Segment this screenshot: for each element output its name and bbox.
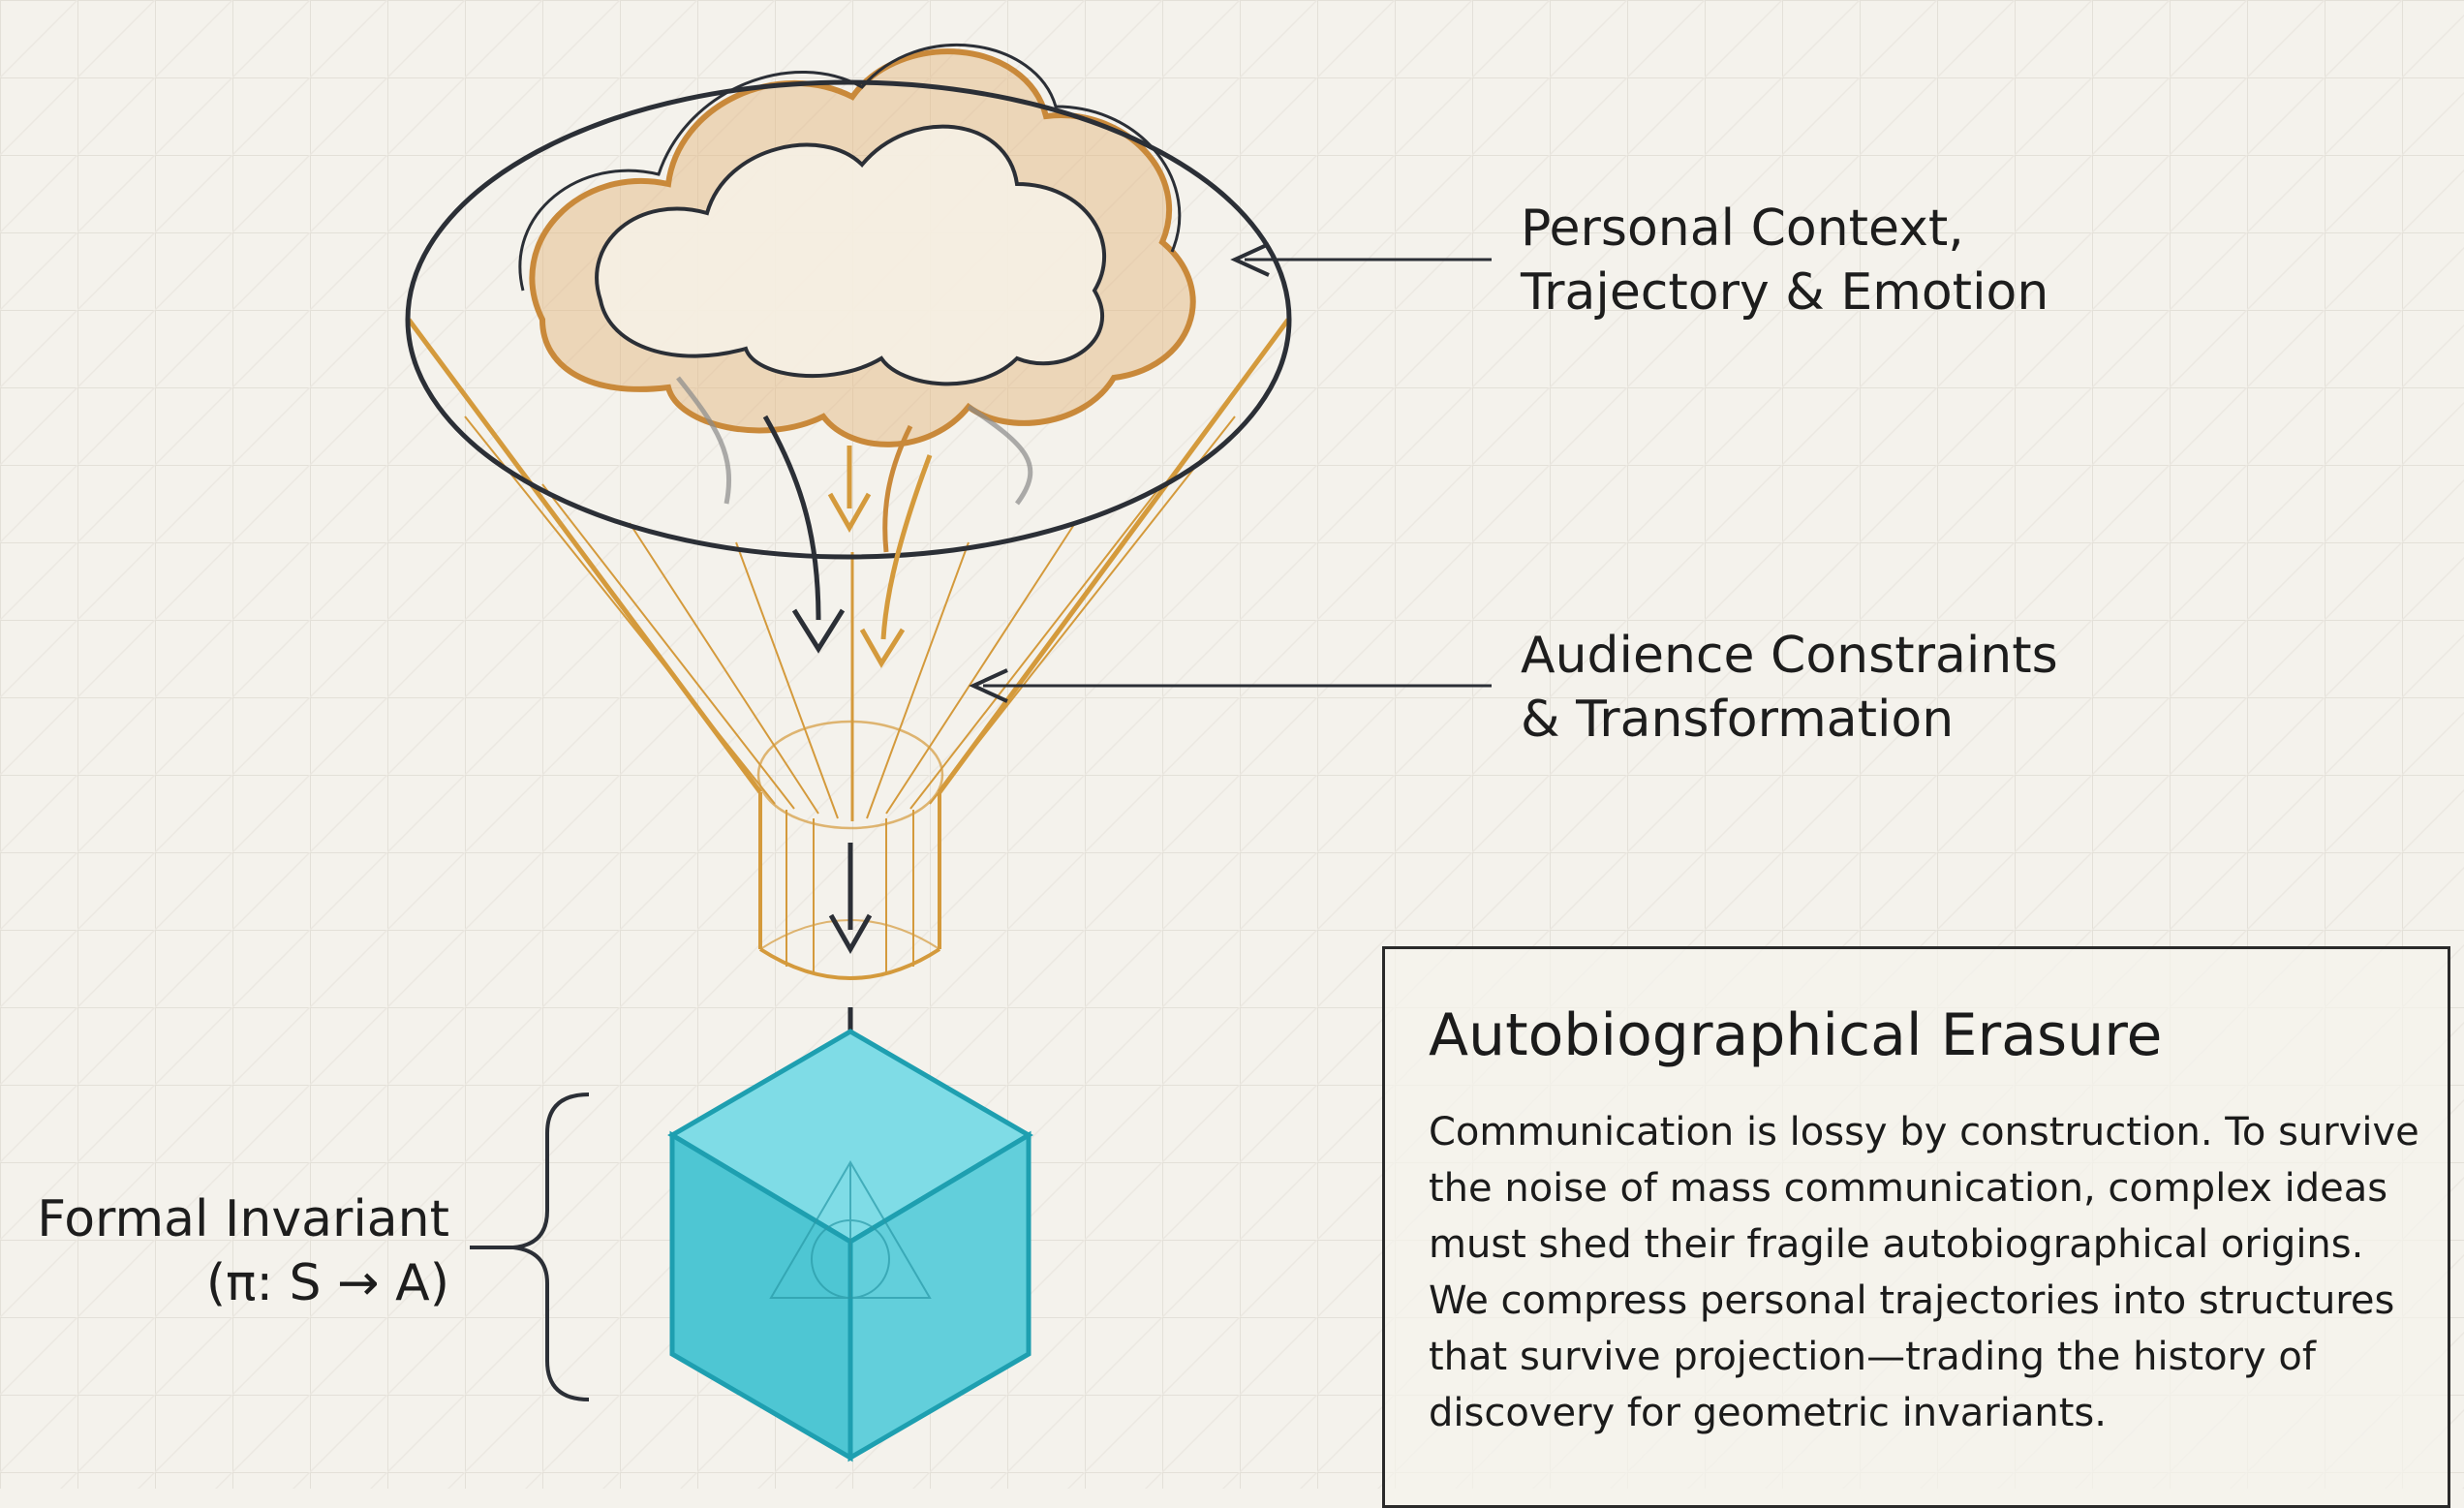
funnel-rim bbox=[405, 79, 1292, 560]
body-line: discovery for geometric invariants. bbox=[1429, 1391, 2107, 1435]
label-line: Personal Context, bbox=[1521, 200, 1964, 258]
label-personal-context: Personal Context, Trajectory & Emotion bbox=[1521, 197, 2048, 324]
invariant-cube bbox=[667, 1029, 1033, 1462]
flow-arrows bbox=[762, 415, 933, 1149]
explanation-title: Autobiographical Erasure bbox=[1429, 1001, 2163, 1069]
body-line: that survive projection—trading the hist… bbox=[1429, 1335, 2316, 1379]
cube-right-face bbox=[847, 1130, 1032, 1462]
label-line: Formal Invariant bbox=[37, 1190, 449, 1248]
brace bbox=[470, 1093, 590, 1401]
body-line: the noise of mass communication, complex… bbox=[1429, 1166, 2388, 1211]
label-formal-invariant: Formal Invariant (π: S → A) bbox=[21, 1187, 449, 1315]
body-line: We compress personal trajectories into s… bbox=[1429, 1278, 2395, 1323]
label-audience-constraints: Audience Constraints & Transformation bbox=[1521, 624, 2058, 752]
label-line: & Transformation bbox=[1521, 691, 1955, 749]
explanation-box: Autobiographical Erasure Communication i… bbox=[1382, 946, 2450, 1508]
context-cloud bbox=[518, 44, 1196, 553]
label-line: Trajectory & Emotion bbox=[1521, 263, 2049, 322]
body-line: Communication is lossy by construction. … bbox=[1429, 1110, 2419, 1154]
callout-arrows bbox=[969, 242, 1492, 703]
funnel-cone bbox=[406, 318, 1291, 821]
label-line: (π: S → A) bbox=[205, 1254, 449, 1312]
explanation-body: Communication is lossy by construction. … bbox=[1429, 1104, 2448, 1441]
label-line: Audience Constraints bbox=[1521, 627, 2058, 685]
body-line: must shed their fragile autobiographical… bbox=[1429, 1222, 2364, 1267]
